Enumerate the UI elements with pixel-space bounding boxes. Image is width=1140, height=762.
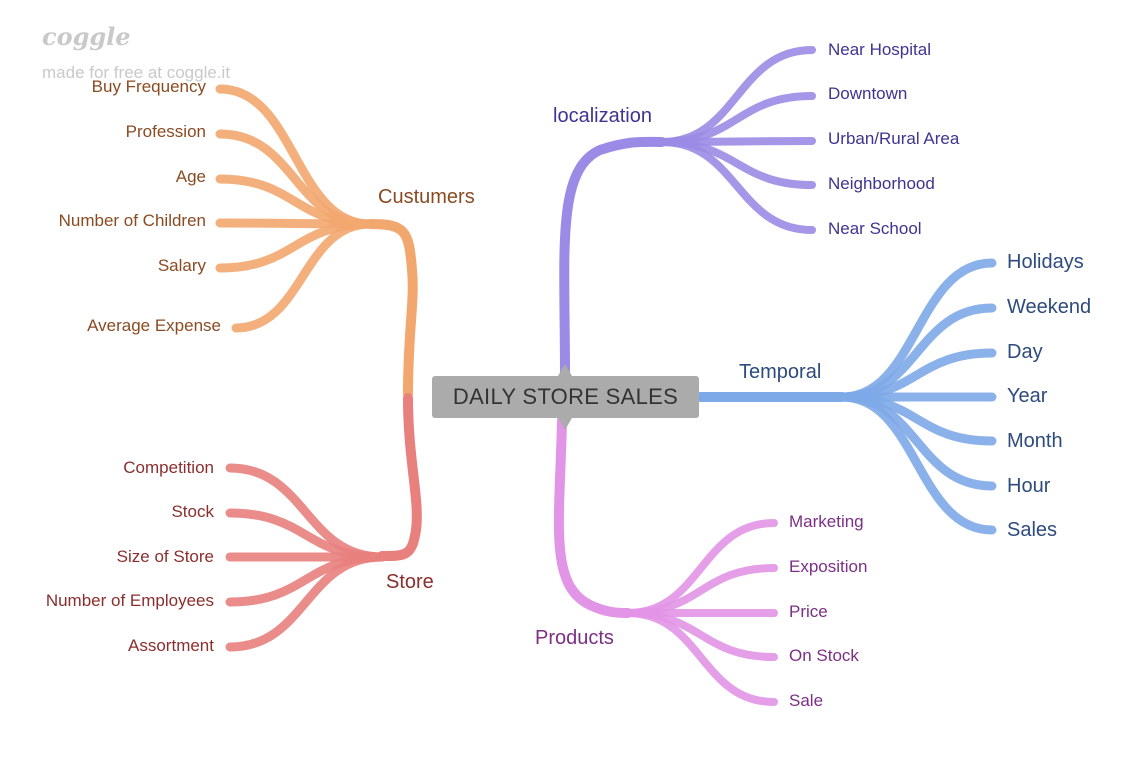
branch-store-label[interactable]: Store: [386, 571, 434, 593]
temporal-item-holidays[interactable]: Holidays: [1007, 251, 1084, 273]
store-item-size-of-store[interactable]: Size of Store: [116, 547, 214, 566]
branch-customers-label[interactable]: Custumers: [378, 186, 475, 208]
customers-item-buy-frequency[interactable]: Buy Frequency: [91, 77, 206, 96]
localization-item-near-school[interactable]: Near School: [828, 219, 922, 238]
localization-item-downtown[interactable]: Downtown: [828, 84, 908, 103]
branch-temporal-label[interactable]: Temporal: [739, 361, 822, 383]
central-node-label: DAILY STORE SALES: [452, 384, 679, 409]
store-item-competition[interactable]: Competition: [123, 458, 214, 477]
coggle-logo: coggle: [42, 22, 131, 51]
products-item-exposition[interactable]: Exposition: [789, 557, 868, 576]
temporal-item-sales[interactable]: Sales: [1007, 519, 1058, 541]
products-item-price[interactable]: Price: [789, 602, 828, 621]
localization-leaf-connector: [658, 138, 816, 234]
store-leaf-connector: [225, 552, 387, 652]
customers-leaf-connector: [231, 219, 375, 333]
customers-item-number-of-children[interactable]: Number of Children: [58, 211, 206, 230]
temporal-item-year[interactable]: Year: [1007, 385, 1048, 407]
branch-localization-label[interactable]: localization: [553, 105, 652, 127]
localization-item-near-hospital[interactable]: Near Hospital: [828, 40, 931, 59]
center-arrow-top-icon: [558, 364, 572, 376]
store-item-stock[interactable]: Stock: [171, 502, 214, 521]
temporal-item-day[interactable]: Day: [1007, 341, 1043, 363]
customers-item-salary[interactable]: Salary: [157, 256, 206, 275]
products-item-on-stock[interactable]: On Stock: [789, 646, 859, 665]
coggle-credit: made for free at coggle.it: [42, 63, 231, 82]
store-item-number-of-employees[interactable]: Number of Employees: [45, 591, 214, 610]
temporal-item-month[interactable]: Month: [1007, 430, 1063, 452]
products-connector: [553, 415, 633, 618]
temporal-leaf-connector: [837, 392, 997, 535]
customers-connector: [365, 219, 418, 399]
localization-item-urban-rural-area[interactable]: Urban/Rural Area: [828, 129, 960, 148]
products-leaf-connector: [624, 609, 778, 706]
products-item-sale[interactable]: Sale: [789, 691, 824, 710]
center-arrow-bottom-icon: [558, 418, 572, 430]
temporal-item-weekend[interactable]: Weekend: [1007, 296, 1092, 318]
products-item-marketing[interactable]: Marketing: [789, 512, 864, 531]
customers-item-age[interactable]: Age: [175, 167, 206, 186]
customers-item-average-expense[interactable]: Average Expense: [87, 316, 221, 335]
store-item-assortment[interactable]: Assortment: [128, 636, 214, 655]
customers-item-profession[interactable]: Profession: [125, 122, 206, 141]
store-connector: [377, 393, 422, 561]
central-node[interactable]: DAILY STORE SALES: [432, 376, 699, 418]
branch-products-label[interactable]: Products: [535, 627, 614, 649]
localization-item-neighborhood[interactable]: Neighborhood: [828, 174, 935, 193]
localization-connector: [559, 136, 667, 379]
temporal-item-hour[interactable]: Hour: [1007, 475, 1051, 497]
